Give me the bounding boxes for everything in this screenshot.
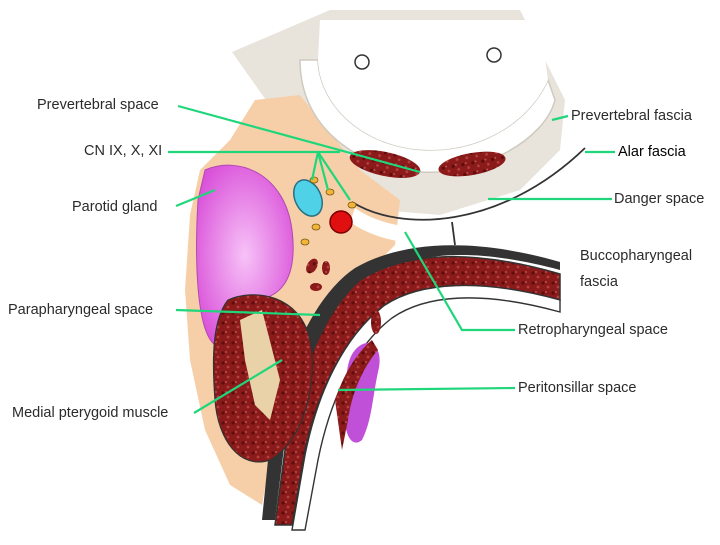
label-retropharyngeal-space: Retropharyngeal space bbox=[518, 322, 668, 338]
leader-prevertebral-space bbox=[177, 104, 421, 174]
leader-prevertebral-fascia bbox=[551, 114, 569, 122]
foramen-right bbox=[486, 47, 502, 63]
leader-retropharyngeal bbox=[404, 231, 515, 332]
nerve-1 bbox=[309, 176, 319, 184]
alar-fascia bbox=[351, 147, 586, 221]
buccopharyngeal-attachment bbox=[451, 221, 456, 246]
leader-medial-pterygoid bbox=[193, 359, 283, 414]
lymph-3 bbox=[310, 283, 322, 291]
leader-cn-c bbox=[317, 151, 351, 201]
internal-jugular-vein bbox=[292, 179, 324, 217]
label-peritonsillar-space: Peritonsillar space bbox=[518, 380, 637, 396]
nerve-5 bbox=[300, 238, 310, 246]
label-buccopharyngeal-line1: Buccopharyngeal bbox=[580, 248, 693, 264]
lymph-1 bbox=[306, 258, 318, 274]
nerve-4 bbox=[311, 223, 321, 231]
carotid-artery bbox=[329, 210, 353, 234]
leader-parapharyngeal bbox=[175, 308, 321, 317]
lymph-2 bbox=[322, 261, 330, 275]
leader-cn-a bbox=[310, 151, 320, 181]
tonsil-muscle bbox=[335, 340, 378, 450]
label-prevertebral-space: Prevertebral space bbox=[37, 97, 159, 113]
leader-lines bbox=[168, 104, 615, 414]
label-cn: CN IX, X, XI bbox=[84, 143, 163, 159]
leader-peritonsillar bbox=[337, 386, 516, 392]
danger-space bbox=[350, 160, 595, 245]
label-parotid-gland: Parotid gland bbox=[72, 199, 158, 215]
nerve-2 bbox=[325, 188, 335, 196]
label-danger-space: Danger space bbox=[614, 191, 705, 207]
prevertebral-muscle-right bbox=[438, 151, 506, 177]
label-prevertebral-fascia: Prevertebral fascia bbox=[571, 108, 692, 124]
leader-cn-b bbox=[316, 151, 330, 191]
label-medial-pterygoid-muscle: Medial pterygoid muscle bbox=[12, 405, 169, 421]
nerve-3 bbox=[347, 201, 357, 209]
label-parapharyngeal-space: Parapharyngeal space bbox=[8, 302, 154, 318]
label-buccopharyngeal-line2: fascia bbox=[580, 274, 618, 290]
foramen-left bbox=[354, 54, 370, 70]
leader-parotid bbox=[175, 188, 216, 208]
tonsil-small-muscle bbox=[371, 310, 381, 334]
label-alar-fascia: Alar fascia bbox=[618, 144, 686, 160]
medial-pterygoid-tendon bbox=[240, 310, 280, 420]
